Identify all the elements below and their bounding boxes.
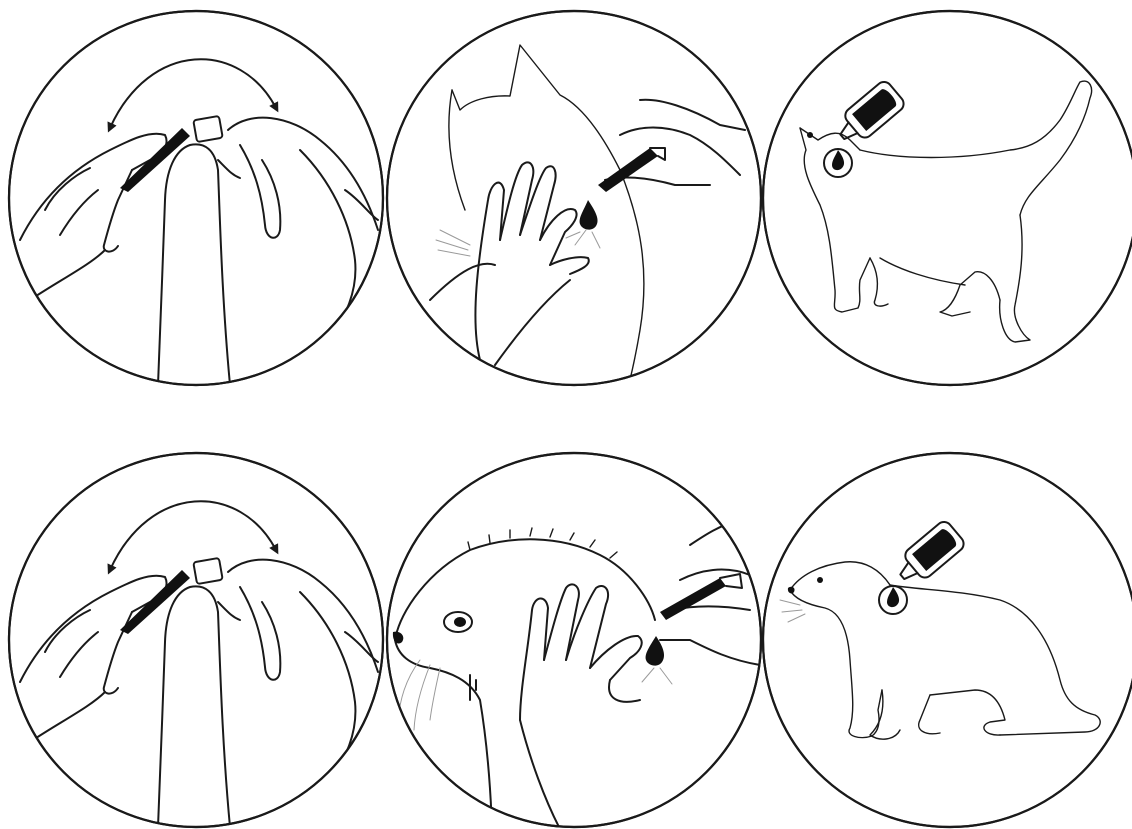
panel-row2-apply-ferret — [763, 453, 1132, 827]
panel-row1-open-pipette — [9, 11, 383, 385]
panel-row2-open-pipette — [9, 453, 383, 827]
panel-row1-apply-cat — [763, 11, 1132, 385]
panel-row2-part-fur-ferret — [387, 453, 761, 829]
panel-row1-part-fur-cat — [387, 11, 761, 400]
